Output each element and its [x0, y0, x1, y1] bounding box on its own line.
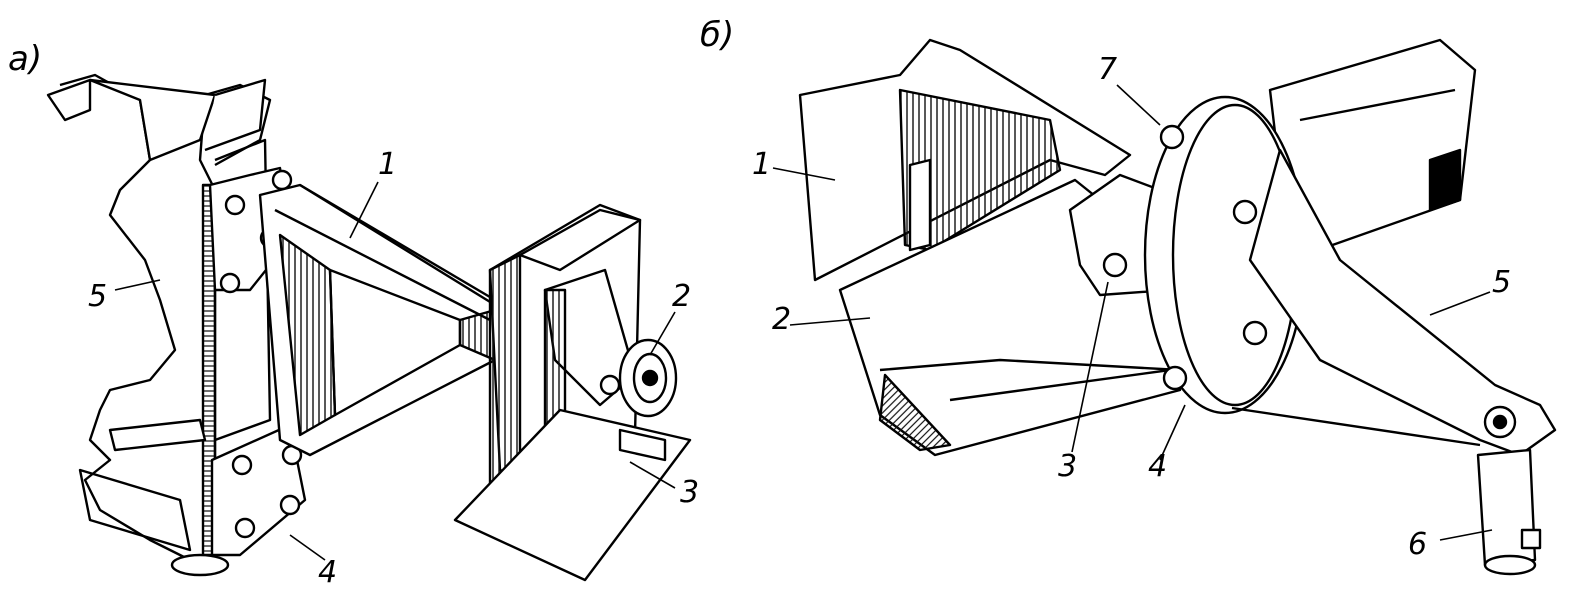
panel-a-label-3: 3 [680, 475, 700, 510]
panel-a-label-1: 1 [378, 147, 398, 182]
panel-b-label-6: 6 [1408, 527, 1428, 562]
bolt-7 [1159, 124, 1185, 150]
panel-a-letter: а) [8, 39, 43, 79]
panel-a-label-2: 2 [672, 279, 692, 314]
panel-b-leaders [772, 84, 1493, 541]
support-bracket [453, 203, 692, 582]
frame-member-1 [798, 38, 1132, 282]
roller-2 [618, 338, 678, 418]
panel-b-label-2: 2 [772, 302, 792, 337]
lever-arm-5 [1248, 148, 1557, 457]
panel-b-label-7: 7 [1098, 52, 1118, 87]
panel-b-label-4: 4 [1148, 449, 1168, 484]
panel-b-label-5: 5 [1492, 265, 1512, 300]
flange-4 [1143, 95, 1307, 415]
panel-b-letter: б) [700, 15, 735, 55]
stabilizer-arm-1 [258, 183, 497, 457]
lower-bracket-4 [210, 423, 307, 557]
panel-a-label-5: 5 [88, 279, 108, 314]
panel-a-label-4: 4 [318, 555, 338, 590]
panel-b-drawing [772, 38, 1557, 576]
side-member-5 [46, 73, 272, 577]
panel-a-drawing [46, 73, 692, 582]
upper-tube [1268, 38, 1477, 262]
link-rod-6 [1231, 406, 1542, 576]
panel-a-leaders [114, 181, 676, 561]
panel-b-label-3: 3 [1058, 449, 1078, 484]
panel-b-label-1: 1 [752, 147, 772, 182]
